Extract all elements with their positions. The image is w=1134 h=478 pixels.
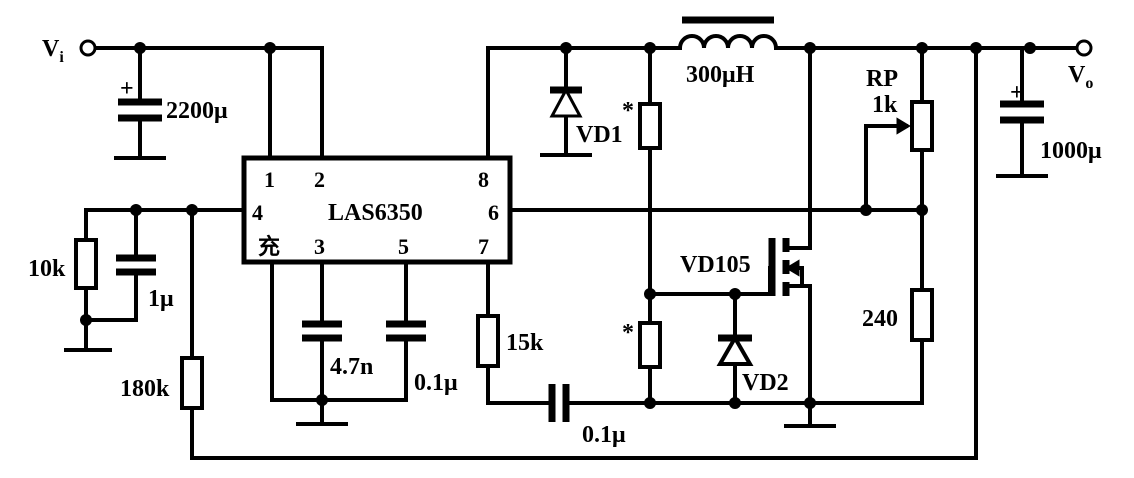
capacitor-1u: 1μ	[116, 254, 174, 312]
input-terminal-label: V	[42, 36, 60, 62]
mosfet-vd105: VD105	[680, 238, 804, 296]
capacitor-2200u-label: 2200μ	[166, 98, 228, 124]
ic-las6350: 1 2 8 4 6 3 5 7 充 LAS6350	[241, 155, 513, 265]
potentiometer-rp: RP 1k	[866, 66, 934, 152]
resistor-star-upper: *	[622, 98, 662, 150]
output-terminal-subscript: o	[1085, 75, 1093, 92]
capacitor-4n7-label: 4.7n	[330, 354, 373, 380]
ic-name: LAS6350	[328, 200, 423, 226]
capacitor-01u-bottom-label: 0.1μ	[582, 422, 626, 448]
ic-pin6-label: 6	[488, 200, 499, 225]
potentiometer-rp-value: 1k	[872, 92, 898, 118]
ic-pin7-label: 7	[478, 234, 489, 259]
resistor-240: 240	[862, 288, 934, 342]
ic-pin2-label: 2	[314, 167, 325, 192]
svg-text:+: +	[120, 76, 134, 102]
resistor-star-lower: *	[622, 320, 662, 369]
ic-charge-pin-glyph: 充	[258, 234, 280, 259]
svg-text:Vi: Vi	[42, 36, 64, 66]
ic-pin3-label: 3	[314, 234, 325, 259]
output-terminal-label: V	[1068, 62, 1086, 88]
potentiometer-rp-name: RP	[866, 66, 898, 92]
resistor-15k-label: 15k	[506, 330, 544, 356]
junction-dots	[80, 42, 1036, 409]
capacitor-01u-pin5-label: 0.1μ	[414, 370, 458, 396]
resistor-15k: 15k	[476, 314, 544, 368]
capacitor-4n7: 4.7n	[302, 320, 373, 380]
diode-vd1-label: VD1	[576, 122, 623, 148]
capacitor-1u-label: 1μ	[148, 286, 174, 312]
capacitor-1000u-label: 1000μ	[1040, 138, 1102, 164]
ic-pin5-label: 5	[398, 234, 409, 259]
ic-pin1-label: 1	[264, 167, 275, 192]
resistor-240-label: 240	[862, 306, 898, 332]
ic-pin4-label: 4	[252, 200, 263, 225]
diode-vd2-label: VD2	[742, 370, 789, 396]
capacitor-01u-pin5: 0.1μ	[386, 320, 458, 396]
resistor-10k: 10k	[28, 238, 98, 290]
svg-text:Vo: Vo	[1068, 62, 1093, 92]
mosfet-vd105-label: VD105	[680, 252, 751, 278]
resistor-180k-label: 180k	[120, 376, 170, 402]
capacitor-01u-bottom: 0.1μ	[548, 384, 626, 448]
input-terminal-subscript: i	[59, 49, 64, 66]
diode-vd1: VD1	[549, 86, 623, 148]
resistor-10k-label: 10k	[28, 256, 66, 282]
capacitor-1000u: + 1000μ	[1000, 80, 1102, 164]
resistor-star-lower-mark: *	[622, 320, 634, 346]
inductor-300uh: 300μH	[677, 16, 779, 88]
capacitor-2200u: + 2200μ	[118, 76, 228, 124]
diode-vd2: VD2	[716, 333, 789, 396]
ic-pin8-label: 8	[478, 167, 489, 192]
inductor-300uh-label: 300μH	[686, 62, 755, 88]
svg-text:+: +	[1010, 80, 1024, 106]
resistor-180k: 180k	[120, 356, 204, 410]
resistor-star-upper-mark: *	[622, 98, 634, 124]
input-terminal: Vi	[42, 36, 97, 66]
output-terminal: Vo	[1068, 39, 1093, 92]
